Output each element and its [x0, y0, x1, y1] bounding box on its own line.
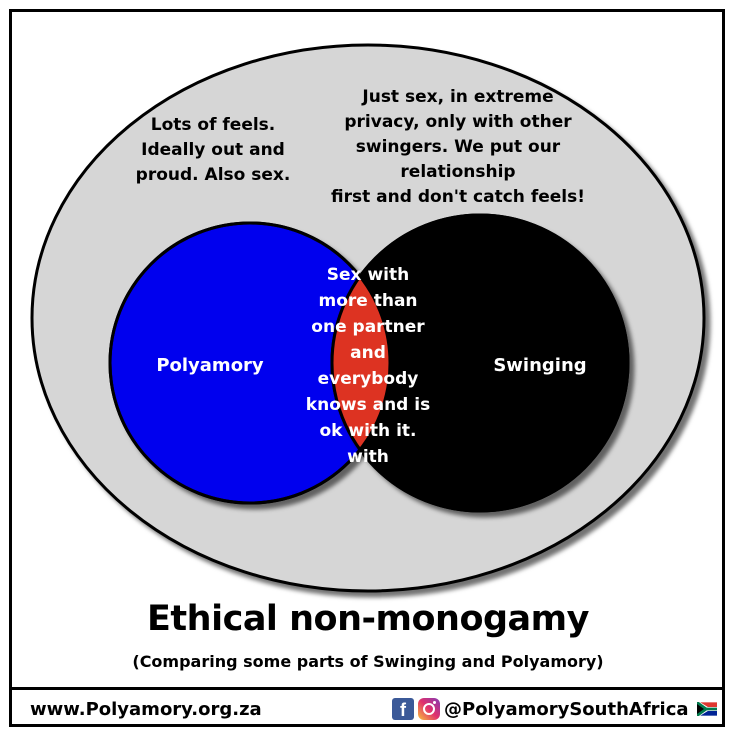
page-title: Ethical non-monogamy [147, 599, 589, 639]
facebook-icon[interactable]: f [392, 698, 414, 720]
south-africa-flag-icon [696, 702, 717, 716]
polyamory-outline [108, 221, 392, 505]
website-link[interactable]: www.Polyamory.org.za [30, 699, 262, 720]
overlap-label: Sex with more than one partner and every… [305, 265, 431, 467]
social-handle[interactable]: @PolyamorySouthAfrica [444, 698, 689, 720]
swinging-label: Swinging [493, 355, 587, 376]
swinging-outline [330, 213, 630, 513]
polyamory-label: Polyamory [156, 355, 264, 376]
swinging-description: Just sex, in extreme privacy, only with … [331, 87, 585, 207]
instagram-icon[interactable] [418, 698, 440, 720]
polyamory-description: Lots of feels. Ideally out and proud. Al… [135, 115, 291, 185]
social-links: f @PolyamorySouthAfrica [392, 696, 717, 722]
footer-divider [9, 687, 725, 690]
border-frame [9, 9, 725, 727]
page-subtitle: (Comparing some parts of Swinging and Po… [132, 652, 604, 671]
